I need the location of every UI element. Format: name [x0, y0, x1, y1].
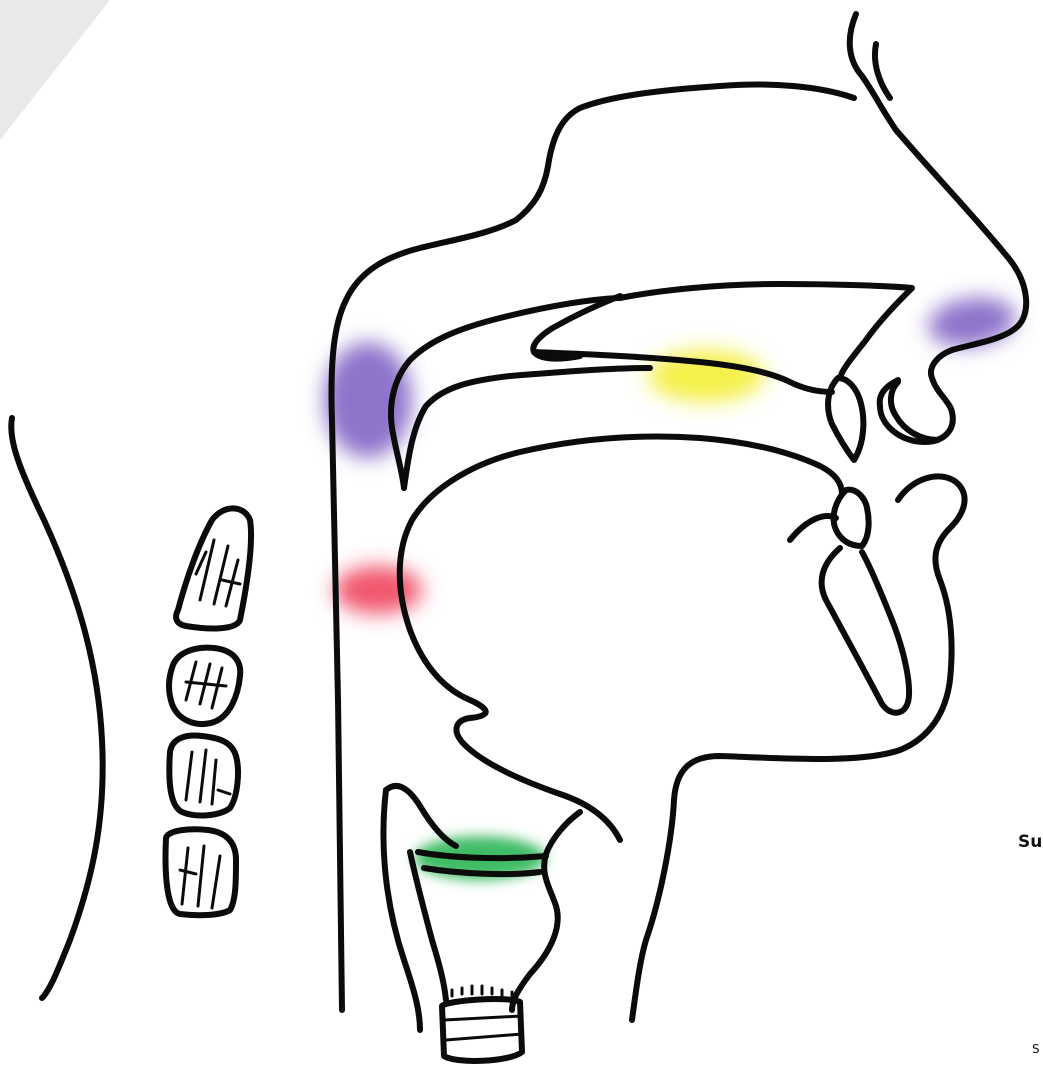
lower-incisor-root [822, 548, 909, 713]
cranial-base-outline [332, 85, 854, 1011]
cervical-vertebrae [166, 508, 252, 915]
highlight-layer [324, 292, 1019, 880]
epiglottis [386, 786, 456, 846]
upper-incisor [828, 378, 863, 460]
highlight-pharynx [334, 566, 422, 614]
larynx-left-wall [383, 790, 420, 1030]
nasal-cavity-floor [391, 298, 618, 488]
soft-palate [404, 368, 650, 488]
watermark-corner [0, 0, 110, 140]
tongue-outline [412, 437, 842, 520]
vertebra-1 [176, 508, 251, 628]
highlight-velum-pharynx [324, 342, 412, 458]
nose-inner-line [875, 44, 890, 98]
lower-lip [632, 476, 965, 1020]
neck-back-outline [11, 418, 102, 998]
chin-inner [790, 516, 836, 540]
cropped-label-bold: Su [1018, 832, 1042, 852]
cropped-label-small: S [1032, 1042, 1040, 1056]
tongue-root [400, 520, 620, 840]
trachea [442, 986, 522, 1061]
